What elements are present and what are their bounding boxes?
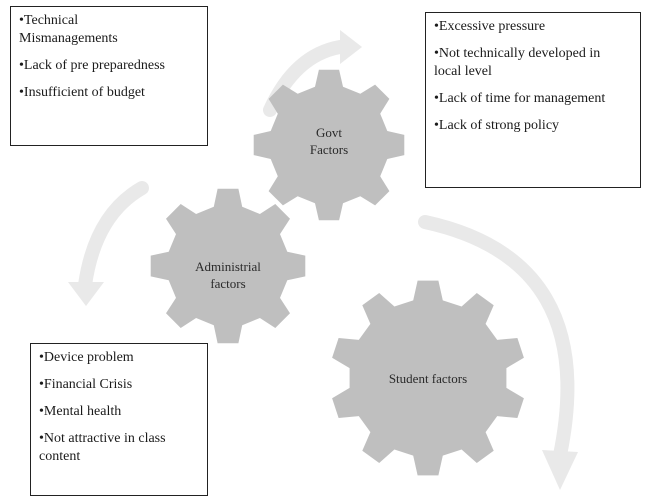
box-item: •Not attractive in class content — [39, 431, 166, 464]
govt-factors-label: Govt Factors — [309, 125, 349, 157]
box-item: •Financial Crisis — [39, 377, 133, 392]
box-item: •Lack of time for management — [434, 91, 606, 106]
right-cycle-arrow — [418, 215, 575, 462]
technical-factors-box: •Technical Mismanagements •Lack of pre p… — [10, 6, 208, 146]
top-cycle-arrow-head — [340, 30, 362, 64]
box-item: •Insufficient of budget — [19, 85, 145, 100]
govt-gear — [253, 69, 405, 221]
student-factors-box: •Device problem •Financial Crisis •Menta… — [30, 343, 208, 496]
box-item: •Lack of pre preparedness — [19, 58, 165, 73]
box-item: •Technical Mismanagements — [19, 13, 118, 46]
administrial-factors-label: Administrial factors — [195, 259, 261, 291]
govt-factors-box: •Excessive pressure •Not technically dev… — [425, 12, 641, 188]
right-cycle-arrow-head — [542, 450, 578, 490]
administrial-gear — [150, 188, 306, 344]
box-item: •Not technically developed in local leve… — [434, 46, 601, 79]
left-cycle-arrow-head — [68, 282, 104, 306]
box-item: •Device problem — [39, 350, 134, 365]
left-cycle-arrow — [78, 181, 149, 292]
student-factors-label: Student factors — [388, 371, 468, 386]
box-item: •Lack of strong policy — [434, 118, 560, 133]
student-gear — [332, 280, 524, 476]
box-item: •Mental health — [39, 404, 122, 419]
box-item: •Excessive pressure — [434, 19, 546, 34]
